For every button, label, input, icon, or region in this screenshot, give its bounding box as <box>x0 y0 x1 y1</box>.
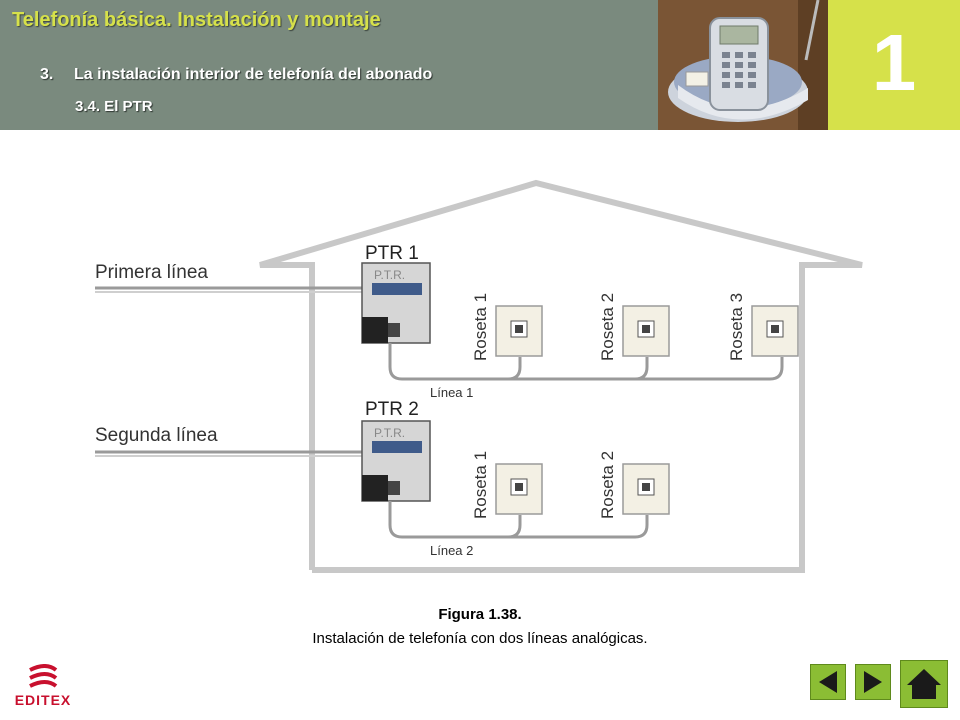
triangle-left-icon <box>819 671 837 693</box>
roseta-1-line-1: Roseta 1 <box>471 293 543 361</box>
incoming-line-1: Primera línea <box>95 262 370 293</box>
logo-text: EDITEX <box>14 692 72 708</box>
roseta-label: Roseta 1 <box>471 451 490 519</box>
chapter-number: 1 <box>871 18 917 107</box>
ptr-box-2: PTR 2 P.T.R. <box>361 399 431 502</box>
line-label-2: Segunda línea <box>95 425 218 446</box>
header-bar: Telefonía básica. Instalación y montaje … <box>0 0 658 130</box>
phone-photo <box>658 0 828 130</box>
triangle-right-icon <box>864 671 882 693</box>
roseta-label: Roseta 2 <box>598 451 617 519</box>
editex-logo-icon <box>29 664 58 688</box>
cable-label-2: Línea 2 <box>430 543 473 558</box>
cable-label-1: Línea 1 <box>430 385 473 400</box>
prev-button[interactable] <box>810 664 846 700</box>
cable-line-1 <box>388 343 784 381</box>
roseta-label: Roseta 1 <box>471 293 490 361</box>
ptr-box-text-1: P.T.R. <box>374 268 405 282</box>
cable-line-2 <box>388 501 649 539</box>
ptr-label-2: PTR 2 <box>365 399 419 420</box>
ptr-label-1: PTR 1 <box>365 243 419 264</box>
cordless-phone-image <box>658 0 828 130</box>
roseta-2-line-2: Roseta 2 <box>598 451 670 519</box>
section-title: La instalación interior de telefonía del… <box>74 66 433 83</box>
section-number: 3. <box>40 66 54 83</box>
section-heading: 3. La instalación interior de telefonía d… <box>40 66 432 84</box>
next-button[interactable] <box>855 664 891 700</box>
roseta-label: Roseta 2 <box>598 293 617 361</box>
page-title: Telefonía básica. Instalación y montaje <box>12 9 381 31</box>
subsection-heading: 3.4. El PTR <box>75 98 153 115</box>
house-outline <box>259 179 863 573</box>
figure-caption-text: Instalación de telefonía con dos líneas … <box>312 630 648 647</box>
roseta-1-line-2: Roseta 1 <box>471 451 543 519</box>
editex-logo: EDITEX <box>8 664 78 710</box>
home-icon <box>907 669 941 699</box>
installation-diagram: Primera línea Segunda línea PTR 1 P.T.R.… <box>90 175 870 575</box>
ptr-box-text-2: P.T.R. <box>374 426 405 440</box>
ptr-box-1: PTR 1 P.T.R. <box>361 243 431 344</box>
roseta-3-line-1: Roseta 3 <box>727 293 799 361</box>
roseta-label: Roseta 3 <box>727 293 746 361</box>
incoming-line-2: Segunda línea <box>95 425 370 457</box>
chapter-badge: 1 <box>828 0 960 130</box>
home-button[interactable] <box>900 660 948 708</box>
figure-caption-title: Figura 1.38. <box>438 606 522 623</box>
line-label-1: Primera línea <box>95 262 208 283</box>
roseta-2-line-1: Roseta 2 <box>598 293 670 361</box>
